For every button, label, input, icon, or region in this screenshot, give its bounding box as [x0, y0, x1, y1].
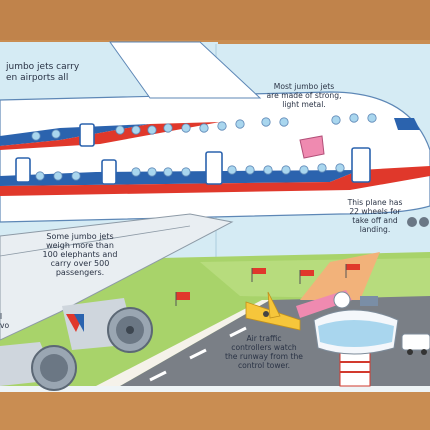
jet-engine-front	[62, 298, 153, 353]
caption-left-edge: l vo	[0, 312, 10, 330]
jet-tail-fin	[109, 41, 262, 99]
upper-deck-windows	[31, 113, 377, 141]
nose-wheels	[407, 217, 429, 227]
runway-shoulder	[96, 300, 270, 386]
engine-flag-blue	[74, 314, 84, 332]
book-edge-bottom	[0, 384, 430, 392]
caption-jets-airports: jumbo jets carry en airports all	[6, 62, 80, 83]
caption-wheels: This plane has 22 wheels for take off an…	[347, 198, 403, 234]
pink-flap[interactable]	[299, 135, 325, 159]
jet-cockpit-window	[394, 118, 420, 130]
jet-stripe-red-lower	[0, 166, 430, 196]
jet-engine-rear	[0, 342, 77, 391]
wing-flap-line	[0, 225, 191, 257]
service-truck	[401, 333, 430, 355]
control-tower	[313, 291, 399, 387]
jet-stripe-blue-upper	[0, 124, 150, 146]
jet-wing	[0, 213, 234, 341]
table-shadow-top	[0, 0, 430, 40]
airport-flags	[176, 264, 360, 300]
caption-elephants: Some jumbo jets weigh more than 100 elep…	[42, 232, 118, 277]
caption-controllers: Air traffic controllers watch the runway…	[225, 334, 303, 370]
small-yellow-plane	[245, 291, 301, 331]
caption-metal: Most jumbo jets are made of strong, ligh…	[266, 82, 342, 109]
runway-dashes	[149, 326, 247, 382]
lower-deck-windows	[35, 163, 345, 181]
jet-doors	[15, 123, 371, 185]
